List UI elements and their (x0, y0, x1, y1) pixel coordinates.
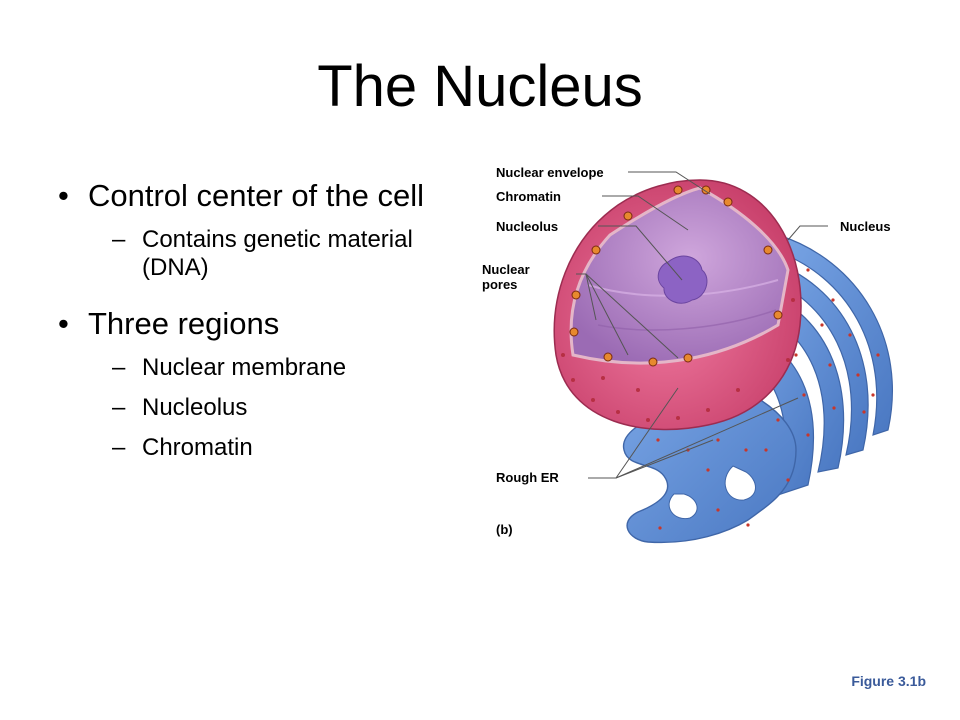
bullet-item: Three regions – Nuclear membrane – Nucle… (56, 306, 446, 462)
label-chromatin: Chromatin (496, 189, 561, 204)
label-nucleolus: Nucleolus (496, 219, 559, 234)
nucleus-illustration (553, 171, 893, 544)
sub-bullet-text: Chromatin (142, 434, 253, 461)
sub-bullet-text: Contains genetic material (DNA) (142, 226, 413, 281)
bullet-text: Control center of the cell (88, 178, 425, 213)
dash-marker: – (112, 434, 126, 461)
label-nuclear-envelope: Nuclear envelope (496, 165, 604, 180)
nucleus-figure: Nuclear envelope Chromatin Nucleolus Nuc… (478, 150, 918, 550)
sub-bullet-list: – Contains genetic material (DNA) (88, 226, 446, 282)
dash-marker: – (112, 226, 126, 253)
sub-bullet-text: Nucleolus (142, 394, 248, 421)
label-nuclear-pores: Nuclear pores (482, 262, 530, 292)
bullet-list: Control center of the cell – Contains ge… (56, 178, 446, 462)
nuclear-pore-markers (569, 185, 783, 367)
nucleolus-shape (657, 255, 708, 304)
slide-title: The Nucleus (317, 54, 643, 119)
sub-bullet-item: – Contains genetic material (DNA) (88, 226, 446, 282)
dash-marker: – (112, 354, 126, 381)
dash-marker: – (112, 394, 126, 421)
sub-bullet-list: – Nuclear membrane – Nucleolus – Chromat… (88, 354, 446, 462)
ribosome-dots (656, 268, 880, 530)
sub-bullet-text: Nuclear membrane (142, 354, 347, 381)
label-leader-lines (576, 171, 828, 479)
sub-bullet-item: – Chromatin (88, 434, 446, 462)
label-nucleus: Nucleus (840, 219, 891, 234)
label-rough-er: Rough ER (496, 470, 559, 485)
sub-bullet-item: – Nuclear membrane (88, 354, 446, 382)
bullet-item: Control center of the cell – Contains ge… (56, 178, 446, 282)
bullet-text: Three regions (88, 306, 280, 341)
sub-bullet-item: – Nucleolus (88, 394, 446, 422)
figure-panel-label: (b) (496, 522, 513, 537)
envelope-dots (561, 298, 795, 422)
figure-caption: Figure 3.1b (851, 673, 926, 689)
